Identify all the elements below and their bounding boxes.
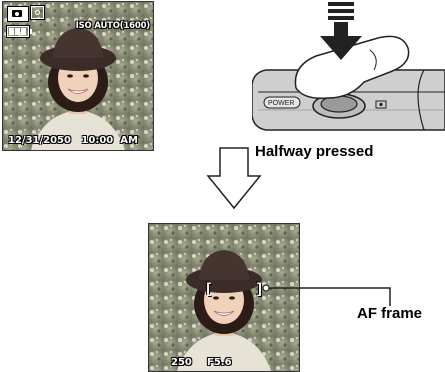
- photo-portrait-bottom: [149, 224, 299, 371]
- power-button-label: POWER: [268, 100, 295, 107]
- af-frame-callout-line: [262, 284, 391, 306]
- date-time-display: 12/31/2050 10:00 AM: [8, 135, 138, 146]
- top-lcd-screen: ISO AUTO(1600) 12/31/2050 10:00 AM: [2, 1, 154, 151]
- photo-portrait-top: [3, 2, 153, 150]
- macro-icon: [31, 6, 44, 19]
- af-frame-right-bracket: ]: [255, 280, 265, 298]
- camera-top-graphic: [251, 2, 445, 131]
- af-frame-left-bracket: [: [204, 280, 214, 298]
- halfway-pressed-label: Halfway pressed: [255, 143, 374, 160]
- iso-indicator: ISO AUTO(1600): [75, 21, 151, 31]
- aperture-display: F5.6: [207, 357, 232, 368]
- down-arrow-icon: [206, 147, 262, 210]
- shutter-speed-display: 250: [171, 357, 192, 368]
- camera-shutter-illustration: POWER: [251, 2, 445, 134]
- bottom-lcd-screen: [ ] 250 F5.6: [148, 223, 300, 372]
- af-frame-label: AF frame: [357, 305, 423, 322]
- press-arrow-icon: [320, 2, 362, 60]
- battery-icon: [7, 26, 32, 37]
- camera-mode-icon: [7, 6, 29, 22]
